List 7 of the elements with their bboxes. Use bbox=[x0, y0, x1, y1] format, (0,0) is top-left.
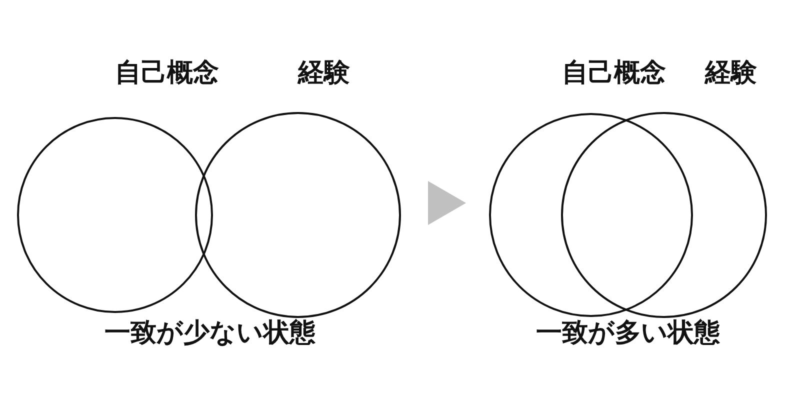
circle-heading: 自己概念 bbox=[562, 57, 666, 89]
circle-heading: 経験 bbox=[298, 57, 350, 89]
state-caption: 一致が多い状態 bbox=[536, 317, 720, 349]
state-caption: 一致が少ない状態 bbox=[104, 317, 316, 349]
circle-heading: 自己概念 bbox=[115, 57, 219, 89]
arrow bbox=[428, 181, 466, 225]
circle-heading: 経験 bbox=[705, 57, 757, 89]
